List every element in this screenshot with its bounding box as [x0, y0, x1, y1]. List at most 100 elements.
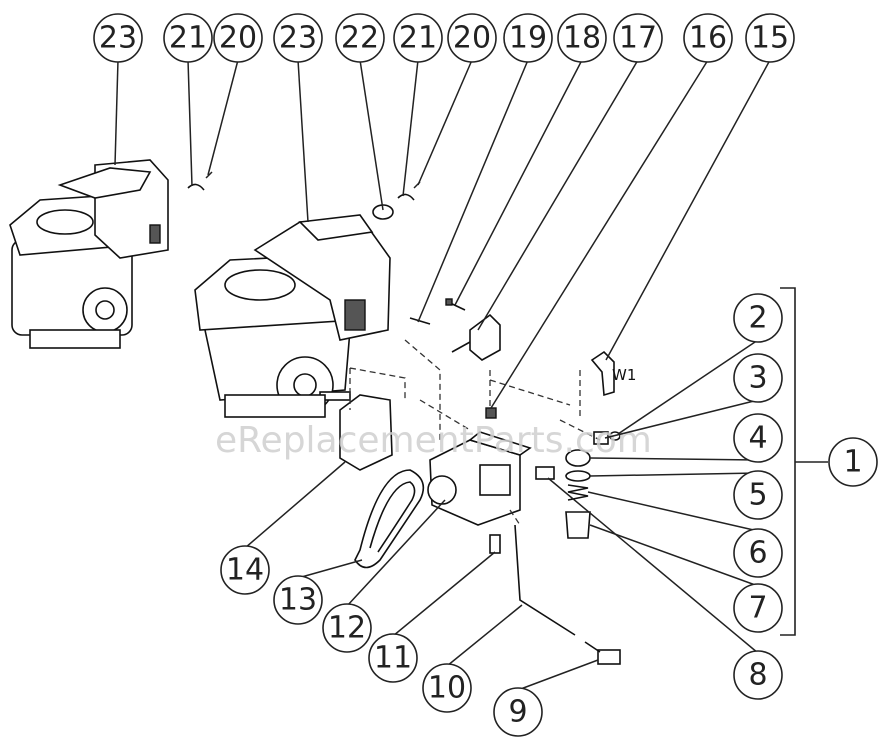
pump: [427, 431, 532, 526]
spring: [567, 484, 589, 501]
callout-number: 9: [508, 695, 527, 730]
callout-number: 7: [748, 591, 767, 626]
callout-number: 1: [843, 445, 862, 480]
callout-unloader-valve: 17: [477, 13, 663, 331]
callout-number: 22: [341, 21, 379, 56]
unloader-valve: [451, 313, 501, 361]
callout-nut: 16: [490, 13, 733, 409]
callout-circle: [93, 13, 143, 63]
leader-line: [547, 477, 759, 654]
callout-number: 20: [453, 21, 491, 56]
callout-circle: [745, 13, 795, 63]
callout-circle: [273, 575, 323, 625]
callout-bracket: 14: [220, 461, 346, 595]
callout-circle: [322, 603, 372, 653]
nut: [485, 407, 497, 419]
belt: [354, 469, 425, 569]
callout-number: 12: [328, 611, 366, 646]
gasket: [565, 470, 591, 482]
leader-line: [587, 491, 759, 532]
callout-engine-right: 23: [273, 13, 323, 223]
callout-circle: [220, 545, 270, 595]
screw-left: [205, 171, 213, 179]
dashed-alignment-lines: [349, 339, 601, 526]
callout-circle: [335, 13, 385, 63]
callout-elbow-fitting: 15: [605, 13, 795, 361]
callout-assembly-group: 1: [828, 437, 878, 487]
callout-pump: 12: [322, 499, 446, 653]
callout-circle: [557, 13, 607, 63]
pin: [409, 317, 431, 325]
leader-line: [617, 339, 759, 435]
group-bracket: [780, 287, 828, 636]
callout-circle: [733, 353, 783, 403]
leader-line: [446, 604, 523, 667]
callout-cup: 7: [589, 524, 783, 633]
callout-outlet-fitting: 8: [547, 477, 783, 700]
clip-right: [397, 193, 415, 201]
leader-line: [589, 472, 759, 477]
callout-circle: [422, 663, 472, 713]
engine-right: [194, 214, 391, 418]
callout-circle: [733, 293, 783, 343]
callout-circle: [733, 650, 783, 700]
callout-number: 4: [748, 421, 767, 456]
callout-circle: [273, 13, 323, 63]
callout-circle: [733, 413, 783, 463]
leader-line: [589, 524, 759, 587]
callout-screw-left: 20: [207, 13, 263, 176]
bracket: [339, 394, 393, 471]
connector: [584, 641, 621, 665]
callout-connector: 9: [493, 659, 599, 737]
leader-line: [604, 399, 759, 439]
callout-circle: [613, 13, 663, 63]
leader-line: [477, 59, 639, 331]
clip-left: [187, 183, 205, 191]
leader-line: [297, 559, 363, 579]
w1-label: W1: [612, 366, 636, 384]
tube: [514, 524, 576, 636]
callout-circle: [733, 470, 783, 520]
callout-circle: [213, 13, 263, 63]
leader-line: [417, 59, 473, 186]
callout-plug: 11: [368, 551, 496, 683]
callout-cap: 4: [589, 413, 783, 463]
callout-number: 15: [751, 21, 789, 56]
leader-line: [114, 59, 119, 166]
callout-number: 21: [169, 21, 207, 56]
leader-line: [417, 59, 529, 323]
leader-line: [187, 59, 193, 187]
watermark: eReplacementParts.com: [215, 420, 652, 461]
callout-number: 23: [99, 21, 137, 56]
callout-bolt: 18: [454, 13, 607, 306]
callout-clip-left: 21: [163, 13, 213, 187]
leader-line: [207, 59, 239, 176]
leader-line: [517, 659, 599, 691]
callout-engine-left: 23: [93, 13, 143, 166]
leader-line: [402, 59, 419, 197]
bolt: [445, 298, 466, 311]
elbow-fitting: [590, 350, 615, 397]
callout-pin: 19: [417, 13, 553, 323]
callout-circle: [733, 528, 783, 578]
callout-number: 10: [428, 671, 466, 706]
leader-line: [244, 461, 346, 549]
callout-circle: [683, 13, 733, 63]
leader-line: [346, 499, 446, 607]
callout-o-ring: 2: [617, 293, 783, 435]
callout-number: 13: [279, 583, 317, 618]
engine-left: [9, 159, 169, 349]
callout-number: 19: [509, 21, 547, 56]
callout-number: 18: [563, 21, 601, 56]
callout-belt: 13: [273, 559, 363, 625]
leader-line: [392, 551, 496, 637]
callout-circle: [368, 633, 418, 683]
callout-circle: [493, 687, 543, 737]
leader-line: [359, 59, 384, 211]
callout-tube: 10: [422, 604, 523, 713]
plug: [489, 534, 501, 554]
leader-line: [605, 59, 771, 361]
callout-gasket: 5: [589, 470, 783, 520]
callout-number: 11: [374, 641, 412, 676]
callout-number: 2: [748, 301, 767, 336]
